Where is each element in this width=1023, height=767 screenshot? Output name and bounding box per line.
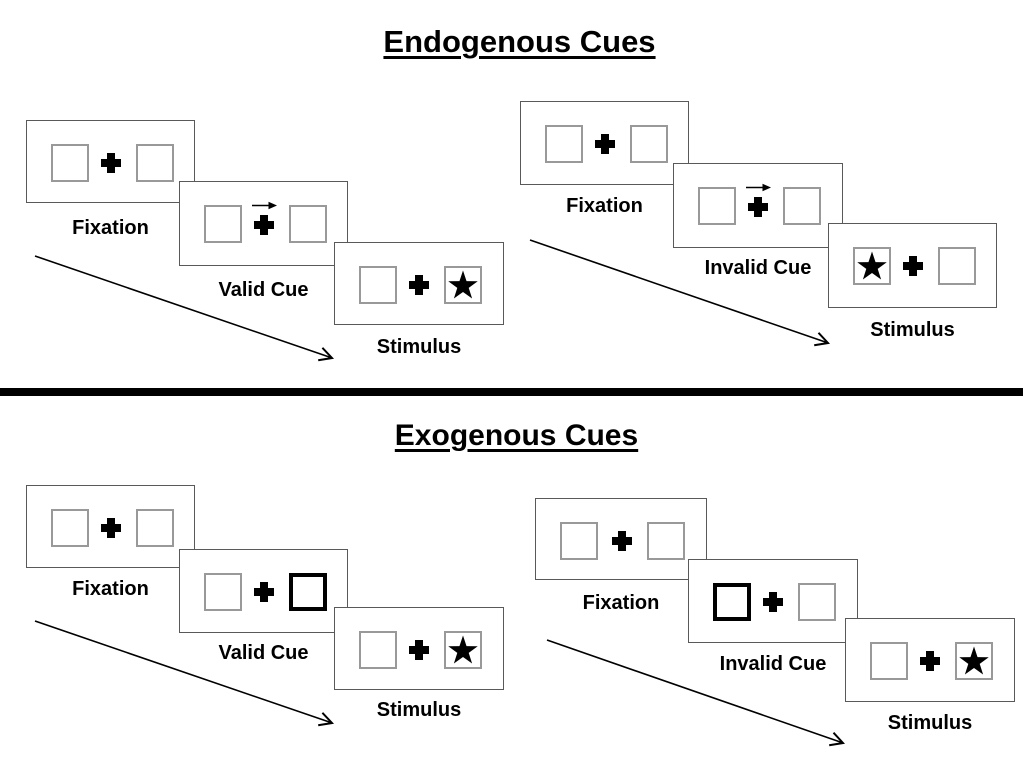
- fixation-cross-icon: [612, 531, 632, 551]
- card-label-valid-cue: Valid Cue: [218, 642, 309, 664]
- invalid-cue-screen-card: [688, 559, 858, 643]
- card-label-stimulus: Stimulus: [376, 699, 462, 721]
- fixation-cross-icon: [595, 134, 615, 154]
- fixation-cross-icon: [254, 582, 274, 602]
- star-target-icon: [448, 270, 478, 299]
- left-highlighted-cue-box: [713, 583, 751, 621]
- right-target-box: [955, 642, 993, 680]
- section-title-endogenous: Endogenous Cues: [383, 24, 656, 59]
- timeline-arrow: [529, 239, 831, 347]
- fixation-cross-icon: [254, 215, 274, 235]
- right-placeholder-box: [136, 509, 174, 547]
- right-target-box: [444, 631, 482, 669]
- stimulus-screen-card: [334, 607, 504, 690]
- right-placeholder-box: [136, 144, 174, 182]
- star-target-icon: [448, 635, 478, 664]
- left-placeholder-box: [870, 642, 908, 680]
- left-placeholder-box: [359, 266, 397, 304]
- timeline-arrow: [34, 620, 335, 727]
- left-placeholder-box: [51, 509, 89, 547]
- fixation-screen-card: [535, 498, 707, 580]
- card-label-valid-cue: Valid Cue: [218, 279, 309, 301]
- invalid-cue-screen-card: [673, 163, 843, 248]
- right-highlighted-cue-box: [289, 573, 327, 611]
- star-target-icon: [857, 251, 887, 280]
- card-label-fixation: Fixation: [566, 195, 643, 217]
- fixation-cross-icon: [101, 153, 121, 173]
- card-label-stimulus: Stimulus: [870, 319, 955, 341]
- left-placeholder-box: [51, 144, 89, 182]
- left-placeholder-box: [560, 522, 598, 560]
- section-divider: [0, 388, 1023, 396]
- card-label-invalid-cue: Invalid Cue: [719, 653, 827, 675]
- left-placeholder-box: [204, 205, 242, 243]
- fixation-cross-icon: [920, 651, 940, 671]
- right-placeholder-box: [630, 125, 668, 163]
- fixation-cross-icon: [409, 275, 429, 295]
- stimulus-screen-card: [334, 242, 504, 325]
- stimulus-screen-card: [828, 223, 997, 308]
- fixation-cross-icon: [748, 197, 768, 217]
- fixation-cross-icon: [763, 592, 783, 612]
- right-target-box: [444, 266, 482, 304]
- left-placeholder-box: [545, 125, 583, 163]
- right-placeholder-box: [289, 205, 327, 243]
- right-arrow-cue-icon: [746, 183, 771, 192]
- star-target-icon: [959, 646, 989, 675]
- fixation-cross-icon: [903, 256, 923, 276]
- card-label-invalid-cue: Invalid Cue: [704, 257, 812, 279]
- card-label-stimulus: Stimulus: [887, 712, 973, 734]
- valid-cue-screen-card: [179, 181, 348, 266]
- fixation-screen-card: [26, 120, 195, 203]
- card-label-stimulus: Stimulus: [376, 336, 462, 358]
- card-label-fixation: Fixation: [582, 592, 660, 614]
- stimulus-screen-card: [845, 618, 1015, 702]
- right-placeholder-box: [798, 583, 836, 621]
- right-placeholder-box: [938, 247, 976, 285]
- left-placeholder-box: [359, 631, 397, 669]
- card-label-fixation: Fixation: [72, 217, 149, 239]
- left-placeholder-box: [204, 573, 242, 611]
- left-placeholder-box: [698, 187, 736, 225]
- timeline-arrow: [34, 255, 335, 362]
- fixation-cross-icon: [409, 640, 429, 660]
- right-arrow-cue-icon: [252, 201, 277, 210]
- fixation-cross-icon: [101, 518, 121, 538]
- left-target-box: [853, 247, 891, 285]
- section-title-exogenous: Exogenous Cues: [394, 419, 639, 452]
- right-placeholder-box: [783, 187, 821, 225]
- card-label-fixation: Fixation: [72, 578, 149, 600]
- fixation-screen-card: [520, 101, 689, 185]
- valid-cue-screen-card: [179, 549, 348, 633]
- right-placeholder-box: [647, 522, 685, 560]
- fixation-screen-card: [26, 485, 195, 568]
